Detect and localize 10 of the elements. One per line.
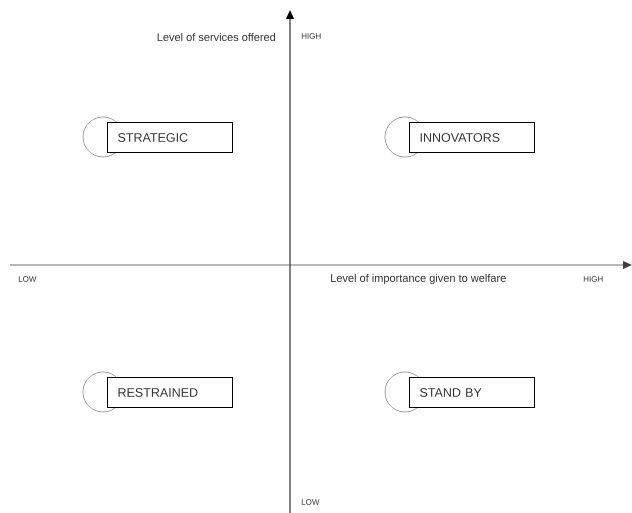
axis-label: Level of services offered xyxy=(158,32,276,42)
axis-label: HIGH xyxy=(302,33,321,39)
axis-label: HIGH xyxy=(584,276,603,282)
quadrant-box: STRATEGIC xyxy=(82,116,233,158)
quadrant-box: STAND BY xyxy=(384,372,535,412)
axis-label: Level of importance given to welfare xyxy=(331,274,506,284)
axis-label: LOW xyxy=(18,276,36,282)
axis-label: LOW xyxy=(302,499,320,505)
quadrant-box: RESTRAINED xyxy=(82,372,233,412)
quadrant-box: INNOVATORS xyxy=(384,116,535,158)
